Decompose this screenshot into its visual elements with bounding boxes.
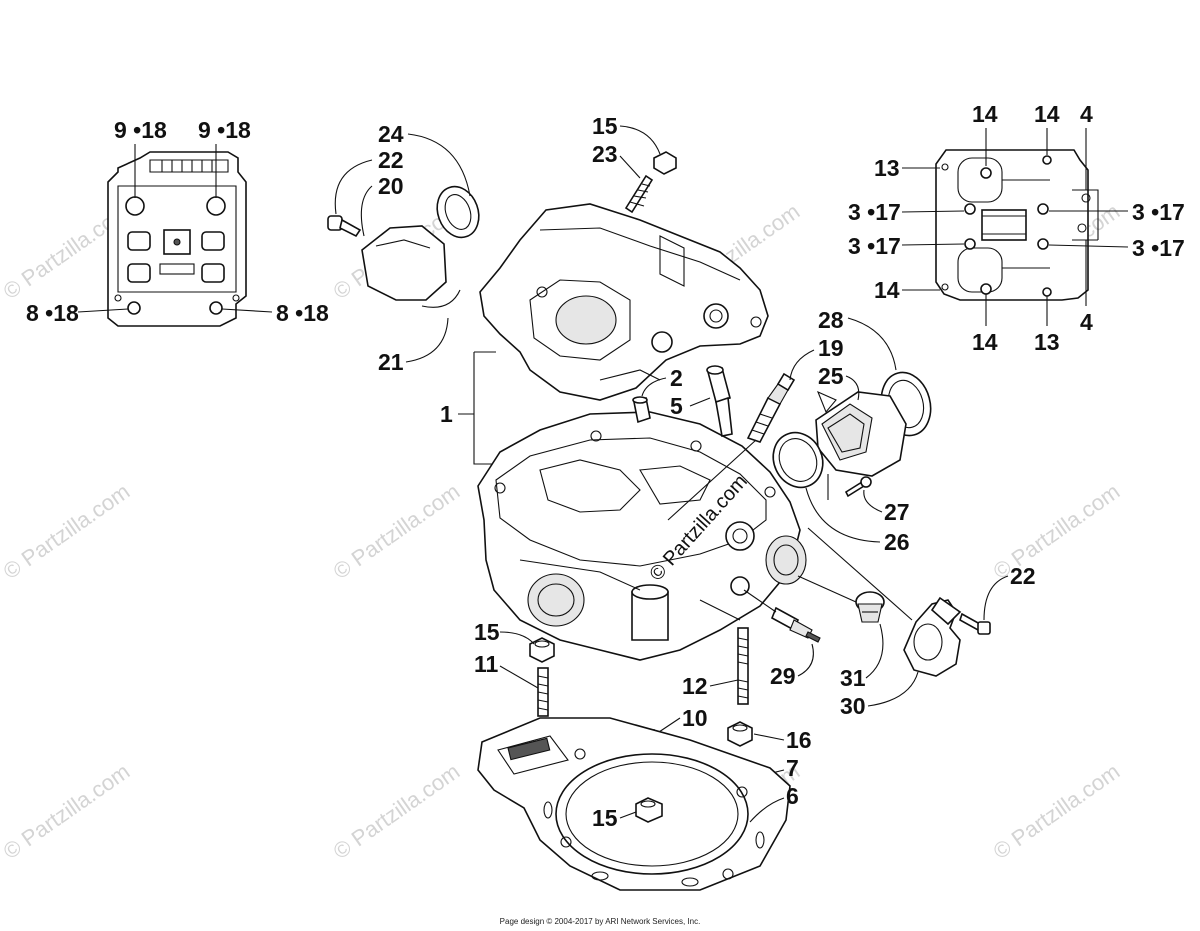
part-12-stud [737,627,749,705]
callout-15-left: 15 [474,619,500,645]
watermark-text: © Partzilla.com [0,479,134,585]
part-20-breather-cap [361,225,461,308]
part-22-bolt-lower [959,612,991,635]
part-16-nut [727,721,753,747]
cylinder-head [477,411,807,661]
callout-4-bottom: 4 [1080,309,1093,335]
callout-31: 31 [840,665,866,691]
callout-29: 29 [770,663,796,689]
page-footer: Page design © 2004-2017 by ARI Network S… [499,917,701,926]
callout-13-bottom: 13 [1034,329,1060,355]
callout-8-18-left: 8 •18 [26,300,79,326]
callout-15-center: 15 [592,805,618,831]
callout-6: 6 [786,783,799,809]
callout-2: 2 [670,365,683,391]
callout-14-top-left: 14 [972,101,998,127]
callout-3-17-left-upper: 3 •17 [848,199,901,225]
callout-14-bottom-left-side: 14 [874,277,900,303]
callout-1: 1 [440,401,453,427]
part-23-stud-upper [624,174,654,214]
callout-25: 25 [818,363,844,389]
part-30-thermostat-cover [903,596,962,677]
part-15-nut-left [529,637,555,663]
callout-30: 30 [840,693,866,719]
callout-19: 19 [818,335,844,361]
callout-14-top-right: 14 [1034,101,1060,127]
watermark-text: © Partzilla.com [989,759,1125,865]
watermark-text: © Partzilla.com [329,479,465,585]
valve-cover [479,203,769,401]
part-27-screw [844,476,872,498]
watermark-text: © Partzilla.com [0,759,134,865]
callout-24: 24 [378,121,404,147]
part-19-spark-plug [746,372,796,443]
part-24-o-ring [436,185,480,239]
callout-3-17-left-lower: 3 •17 [848,233,901,259]
part-22-bolt-upper [327,215,362,238]
inset-valve-cover-top-view [935,149,1091,301]
watermark-text: © Partzilla.com [329,759,465,865]
part-25-intake-boot [815,390,907,477]
callout-13-top: 13 [874,155,900,181]
part-31-thermostat [855,591,885,623]
callout-3-17-right-lower: 3 •17 [1132,235,1185,261]
callout-5: 5 [670,393,683,419]
part-5-valve-guide [706,365,733,437]
callout-4-top: 4 [1080,101,1093,127]
part-15-nut-center [635,797,663,823]
part-2-dowel [632,396,651,424]
callout-15-upper: 15 [592,113,618,139]
callout-3-17-right-upper: 3 •17 [1132,199,1185,225]
callout-20: 20 [378,173,404,199]
callout-28: 28 [818,307,844,333]
callout-23: 23 [592,141,618,167]
watermark-text: © Partzilla.com [989,479,1125,585]
callout-27: 27 [884,499,910,525]
part-29-temperature-sensor [770,606,821,643]
callout-21: 21 [378,349,404,375]
callout-14-bottom: 14 [972,329,998,355]
callout-10: 10 [682,705,708,731]
callout-7: 7 [786,755,799,781]
callout-22-upper: 22 [378,147,404,173]
callout-9-18-left: 9 •18 [114,117,167,143]
part-26-gasket [772,431,824,489]
callout-11: 11 [474,651,499,677]
callout-12: 12 [682,673,708,699]
inset-head-top-view [107,151,247,327]
part-11-stud-left [537,667,549,717]
callout-26: 26 [884,529,910,555]
callout-9-18-right: 9 •18 [198,117,251,143]
part-15-nut-upper [653,151,677,175]
callout-8-18-right: 8 •18 [276,300,329,326]
callout-16: 16 [786,727,812,753]
callout-22-lower: 22 [1010,563,1036,589]
